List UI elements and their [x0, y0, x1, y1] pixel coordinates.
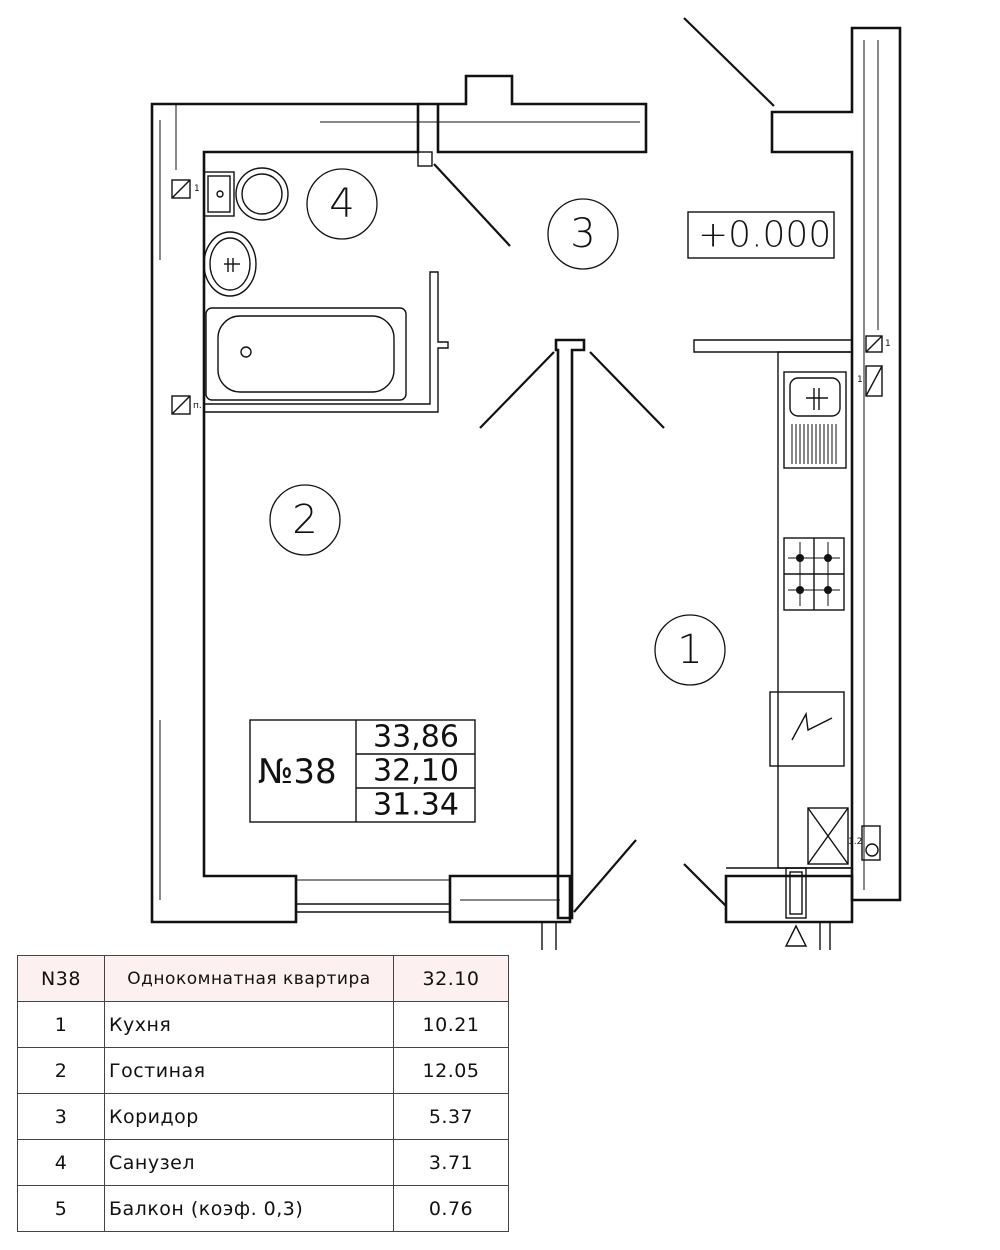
- table-header-row: N38 Однокомнатная квартира 32.10: [17, 955, 509, 1002]
- room-number: 1: [17, 1001, 105, 1048]
- balcony: [541, 922, 831, 950]
- kitchen-sink-icon: [783, 371, 847, 469]
- level-mark: +0.000: [687, 211, 835, 259]
- header-apartment-number: N38: [17, 955, 105, 1002]
- riser-icon: [785, 867, 807, 919]
- room-marker-1: 1: [654, 614, 726, 686]
- room-marker-4: 4: [306, 168, 378, 240]
- room-name: Коридор: [104, 1093, 394, 1140]
- table-row: 3 Коридор 5.37: [17, 1093, 509, 1140]
- room-area-table: N38 Однокомнатная квартира 32.10 1 Кухня…: [17, 955, 509, 1232]
- room-marker-3: 3: [547, 198, 619, 270]
- toilet-icon: [203, 167, 289, 221]
- door-swings: [433, 163, 727, 913]
- tiny-label-vent-2: п.: [193, 401, 202, 411]
- room-name: Кухня: [104, 1001, 394, 1048]
- room-area: 0.76: [393, 1185, 509, 1232]
- table-row: 5 Балкон (коэф. 0,3) 0.76: [17, 1185, 509, 1232]
- room-area: 10.21: [393, 1001, 509, 1048]
- room-area: 5.37: [393, 1093, 509, 1140]
- room-name: Гостиная: [104, 1047, 394, 1094]
- electric-panel-icon: [769, 691, 845, 767]
- tiny-label-boiler: 1.2: [848, 837, 862, 847]
- apartment-number: №38: [258, 752, 337, 792]
- sink-icon: [203, 231, 257, 297]
- room-marker-2: 2: [269, 484, 341, 556]
- room-number: 3: [17, 1093, 105, 1140]
- room-number: 5: [17, 1185, 105, 1232]
- apartment-area-net: 31.34: [373, 788, 459, 823]
- room-area: 12.05: [393, 1047, 509, 1094]
- room-marker-2-label: 2: [292, 497, 317, 543]
- bathtub-icon: [205, 307, 407, 401]
- table-row: 4 Санузел 3.71: [17, 1139, 509, 1186]
- table-row: 1 Кухня 10.21: [17, 1001, 509, 1048]
- apartment-stamp: №38 33,86 32,10 31.34: [249, 719, 476, 823]
- room-marker-1-label: 1: [677, 627, 702, 673]
- level-mark-text: +0.000: [698, 215, 831, 256]
- room-marker-4-label: 4: [329, 181, 354, 227]
- apartment-area-living: 32,10: [373, 754, 459, 789]
- room-area: 3.71: [393, 1139, 509, 1186]
- tiny-label-vent-1: 1: [194, 184, 200, 194]
- room-number: 4: [17, 1139, 105, 1186]
- floor-plan: 1 2 3 4 5 +0.000 №38 33,86 32,10 31.34 1…: [150, 17, 902, 950]
- boiler-icon: [807, 807, 881, 865]
- tiny-label-vent-3: 1: [885, 339, 891, 349]
- apartment-area-total: 33,86: [373, 720, 459, 755]
- tiny-label-vent-4: 1: [857, 375, 863, 385]
- header-living-area: 32.10: [393, 955, 509, 1002]
- table-row: 2 Гостиная 12.05: [17, 1047, 509, 1094]
- outer-walls: [150, 17, 902, 924]
- room-number: 2: [17, 1047, 105, 1094]
- stove-icon: [783, 537, 845, 611]
- room-name: Санузел: [104, 1139, 394, 1186]
- tiny-labels: 1 п. 1 1 1.2: [193, 184, 891, 847]
- partitions: [204, 151, 853, 920]
- header-apartment-type: Однокомнатная квартира: [104, 955, 394, 1002]
- ventilation-icon: [171, 179, 883, 415]
- room-name: Балкон (коэф. 0,3): [104, 1185, 394, 1232]
- room-marker-3-label: 3: [570, 211, 595, 257]
